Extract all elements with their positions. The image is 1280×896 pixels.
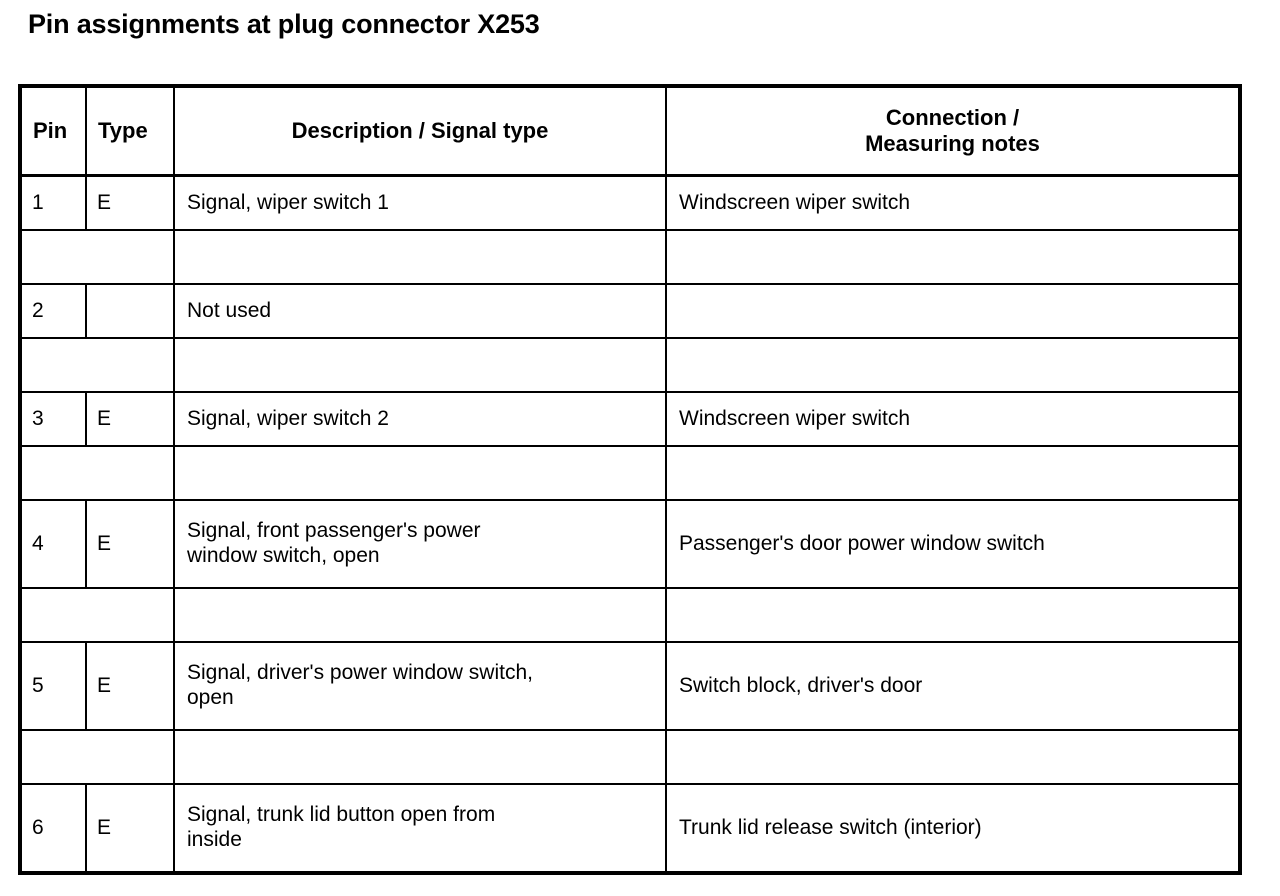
cell-type: E [85, 499, 175, 589]
cell-connection-spacer [665, 729, 1241, 785]
column-header-connection: Connection / Measuring notes [665, 85, 1241, 177]
column-header-type: Type [85, 85, 175, 177]
cell-description: Not used [173, 283, 667, 339]
description-line1: Signal, wiper switch 2 [187, 406, 389, 430]
table-row: 5 E Signal, driver's power window switch… [19, 641, 1241, 731]
description-line1: Signal, trunk lid button open from [187, 803, 496, 827]
connection-note: Switch block, driver's door [679, 673, 923, 697]
cell-pin: 3 [19, 391, 87, 447]
pin-number: 3 [32, 406, 44, 430]
pin-number: 1 [32, 190, 44, 214]
signal-type: E [97, 815, 112, 839]
cell-description: Signal, front passenger's power window s… [173, 499, 667, 589]
description-line1: Signal, wiper switch 1 [187, 190, 389, 214]
signal-type: E [97, 190, 112, 214]
column-header-description-label: Description / Signal type [291, 118, 549, 144]
cell-pin-type-spacer [19, 445, 175, 501]
signal-type: E [97, 673, 112, 697]
description-line1: Signal, driver's power window switch, [187, 661, 533, 685]
table-row: 3 E Signal, wiper switch 2 Windscreen wi… [19, 391, 1241, 447]
pin-number: 2 [32, 298, 44, 322]
description-line1: Not used [187, 298, 272, 322]
cell-description-spacer [173, 445, 667, 501]
cell-type [85, 283, 175, 339]
cell-description: Signal, wiper switch 2 [173, 391, 667, 447]
cell-pin-type-spacer [19, 587, 175, 643]
cell-type: E [85, 783, 175, 874]
table-row: 1 E Signal, wiper switch 1 Windscreen wi… [19, 174, 1241, 231]
column-header-connection-line2: Measuring notes [865, 131, 1040, 156]
page-title: Pin assignments at plug connector X253 [28, 9, 540, 39]
cell-pin: 6 [19, 783, 87, 874]
column-header-pin-label: Pin [33, 118, 68, 144]
cell-type: E [85, 391, 175, 447]
table-spacer-row [19, 229, 1241, 285]
cell-connection-spacer [665, 587, 1241, 643]
column-header-type-label: Type [98, 118, 148, 144]
pin-number: 4 [32, 531, 44, 555]
table-spacer-row [19, 445, 1241, 501]
cell-description-spacer [173, 587, 667, 643]
cell-connection-spacer [665, 337, 1241, 393]
connection-note: Passenger's door power window switch [679, 531, 1045, 555]
pin-assignment-table: Pin Type Description / Signal type Conne… [18, 84, 1242, 875]
cell-connection: Trunk lid release switch (interior) [665, 783, 1241, 874]
table-body: 1 E Signal, wiper switch 1 Windscreen wi… [19, 174, 1241, 874]
table-header-row: Pin Type Description / Signal type Conne… [19, 85, 1241, 177]
cell-pin: 2 [19, 283, 87, 339]
cell-connection: Passenger's door power window switch [665, 499, 1241, 589]
connection-note: Windscreen wiper switch [679, 190, 911, 214]
column-header-description: Description / Signal type [173, 85, 667, 177]
description-line2: open [187, 686, 234, 709]
connection-note: Trunk lid release switch (interior) [679, 815, 982, 839]
table-row: 2 Not used [19, 283, 1241, 339]
column-header-connection-line1: Connection / [885, 105, 1020, 131]
table-row: 6 E Signal, trunk lid button open from i… [19, 783, 1241, 874]
cell-pin-type-spacer [19, 729, 175, 785]
table-spacer-row [19, 337, 1241, 393]
cell-connection: Switch block, driver's door [665, 641, 1241, 731]
cell-description: Signal, wiper switch 1 [173, 174, 667, 231]
cell-description-spacer [173, 729, 667, 785]
cell-pin: 4 [19, 499, 87, 589]
description-line2: inside [187, 828, 242, 851]
description-line2: window switch, open [187, 544, 380, 567]
cell-pin: 5 [19, 641, 87, 731]
table-spacer-row [19, 587, 1241, 643]
cell-description-spacer [173, 337, 667, 393]
cell-connection-spacer [665, 229, 1241, 285]
pin-number: 5 [32, 673, 44, 697]
cell-type: E [85, 174, 175, 231]
table-spacer-row [19, 729, 1241, 785]
pin-number: 6 [32, 815, 44, 839]
signal-type: E [97, 531, 112, 555]
connection-note: Windscreen wiper switch [679, 406, 911, 430]
cell-type: E [85, 641, 175, 731]
cell-connection-spacer [665, 445, 1241, 501]
column-header-pin: Pin [19, 85, 87, 177]
cell-connection: Windscreen wiper switch [665, 391, 1241, 447]
table-row: 4 E Signal, front passenger's power wind… [19, 499, 1241, 589]
cell-pin-type-spacer [19, 229, 175, 285]
cell-pin: 1 [19, 174, 87, 231]
signal-type: E [97, 406, 112, 430]
cell-pin-type-spacer [19, 337, 175, 393]
cell-connection [665, 283, 1241, 339]
cell-description: Signal, trunk lid button open from insid… [173, 783, 667, 874]
description-line1: Signal, front passenger's power [187, 519, 481, 543]
cell-connection: Windscreen wiper switch [665, 174, 1241, 231]
cell-description: Signal, driver's power window switch, op… [173, 641, 667, 731]
cell-description-spacer [173, 229, 667, 285]
